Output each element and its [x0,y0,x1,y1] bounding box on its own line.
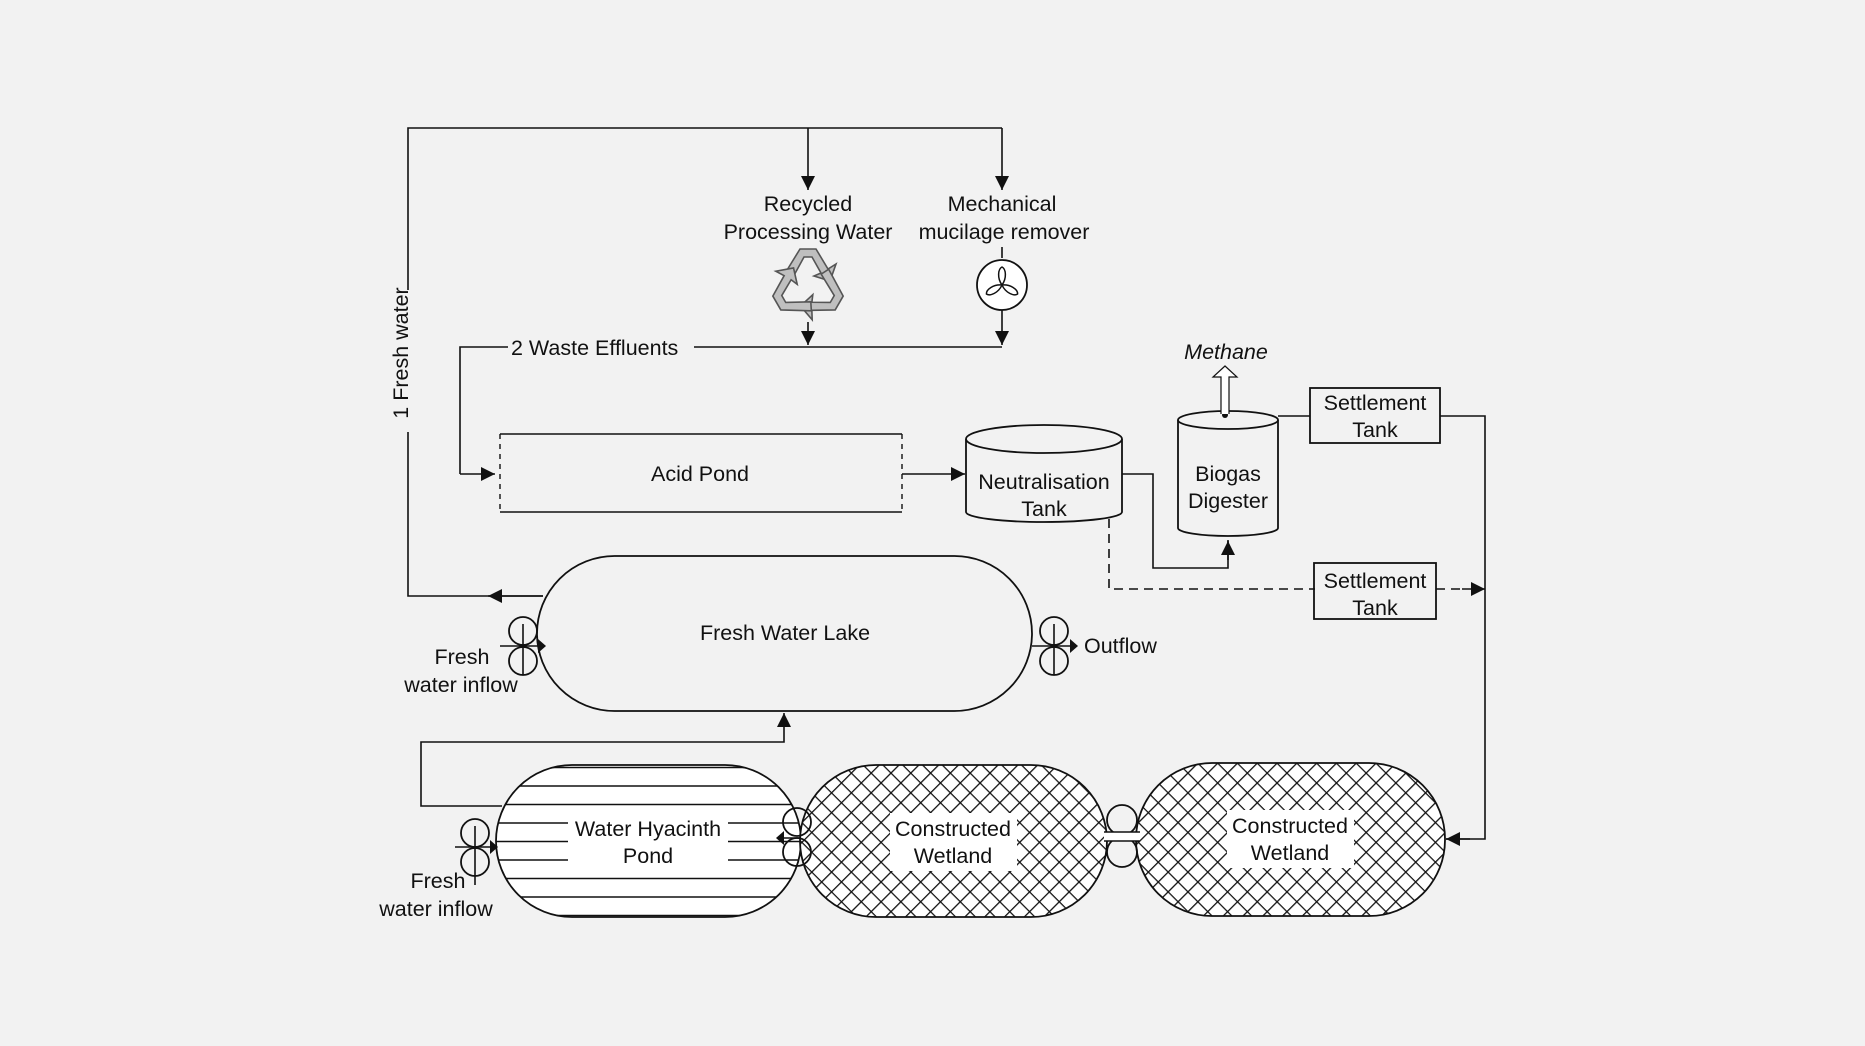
lake-label: Fresh Water Lake [700,621,870,645]
hyacinth-label-1: Water Hyacinth [575,817,721,841]
lake-inflow-label-1: Fresh [435,645,490,669]
methane-label: Methane [1184,340,1268,364]
biogas-label-1: Biogas [1195,462,1261,486]
fresh-water-label: 1 Fresh water [389,287,413,418]
lake-inflow-label-2: water inflow [403,673,518,697]
valve-icon [500,616,546,676]
acid-pond-label: Acid Pond [651,462,749,486]
settlement-tank-2: Settlement Tank [1313,562,1437,620]
mucilage-remover: Mechanical mucilage remover [919,192,1090,345]
settlement-1-label-1: Settlement [1324,391,1427,415]
valve-icon [776,807,812,867]
biogas-digester: Biogas Digester [1177,410,1279,537]
waste-effluents-line: 2 Waste Effluents [459,336,1002,481]
wetland-2-label-1: Constructed [1232,814,1348,838]
waste-effluents-label: 2 Waste Effluents [511,336,678,360]
hyacinth-label-2: Pond [623,844,673,868]
acid-pond: Acid Pond [499,433,903,513]
recycled-label-1: Recycled [764,192,852,216]
settlement-2-label-1: Settlement [1324,569,1427,593]
settlement-1-label-2: Tank [1352,418,1398,442]
mechanical-label-1: Mechanical [948,192,1057,216]
fan-icon [976,259,1028,311]
pond-inflow-label-1: Fresh [411,869,466,893]
biogas-label-2: Digester [1188,489,1268,513]
valve-icon [1032,616,1078,676]
wetland-2-label-2: Wetland [1251,841,1329,865]
settlement-tank-1: Settlement Tank [1309,387,1441,444]
settlement-2-label-2: Tank [1352,596,1398,620]
recycled-processing-water: Recycled Processing Water [724,192,893,345]
recycled-label-2: Processing Water [724,220,893,244]
fresh-water-line: 1 Fresh water [389,127,1009,603]
pond-inflow-label-2: water inflow [378,897,493,921]
recycle-icon [771,248,845,323]
mechanical-label-2: mucilage remover [919,220,1090,244]
wetland-1-label-1: Constructed [895,817,1011,841]
methane-outlet: Methane [1184,340,1268,414]
constructed-wetland-2: Constructed Wetland [1135,762,1446,917]
valve-icon [1104,804,1140,868]
wetland-1-label-2: Wetland [914,844,992,868]
valve-icon [455,818,498,885]
neutralisation-label-1: Neutralisation [978,470,1109,494]
neutralisation-tank: Neutralisation Tank [965,424,1123,523]
water-hyacinth-pond: Water Hyacinth Pond [495,764,802,918]
outflow-label: Outflow [1084,634,1157,658]
constructed-wetland-1: Constructed Wetland [799,764,1108,918]
fresh-water-lake: Fresh Water Lake [536,555,1033,712]
neutralisation-label-2: Tank [1021,497,1067,521]
